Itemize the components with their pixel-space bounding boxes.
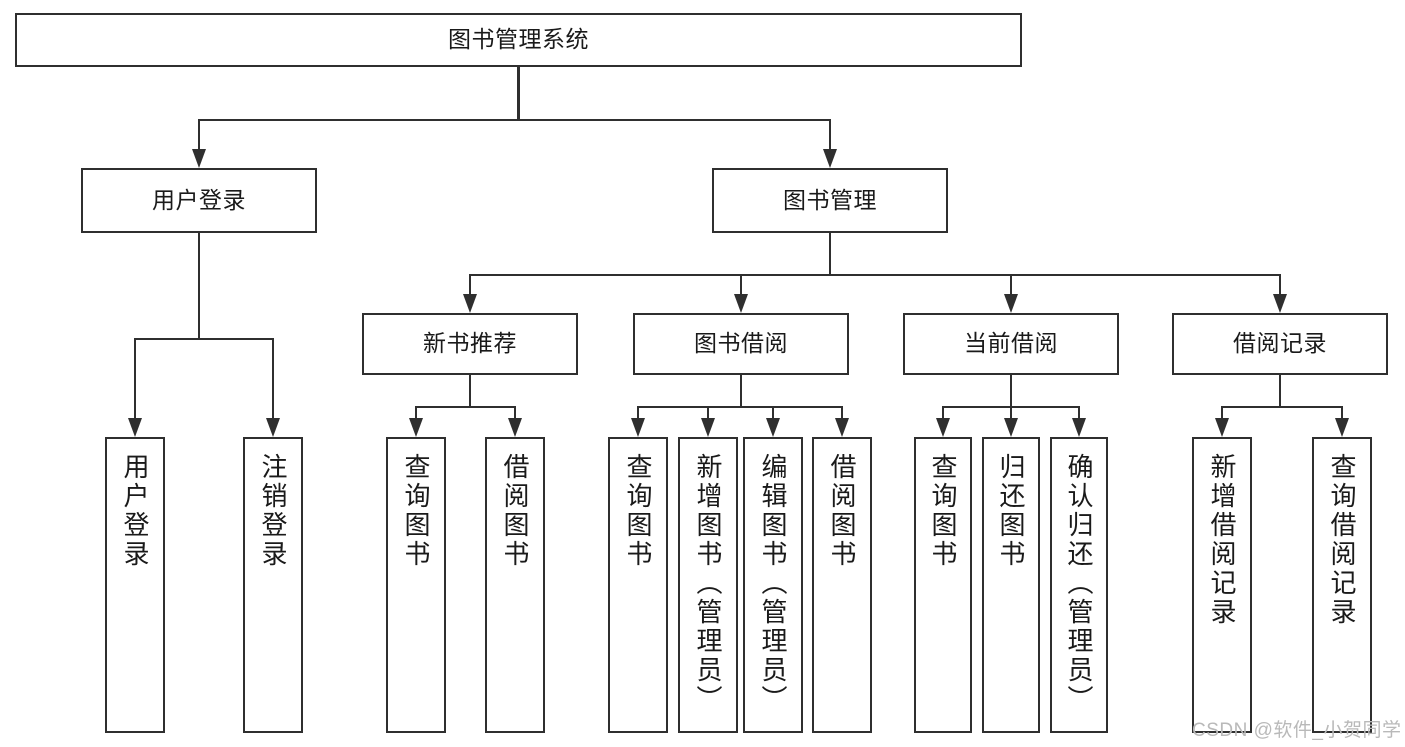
node-label: 图书管理 [783, 186, 877, 213]
connector-arrowhead [265, 418, 280, 437]
node-borrow-record[interactable]: 借阅记录 [1172, 313, 1388, 375]
connector-arrowhead [765, 418, 780, 437]
connector-arrowhead [127, 418, 142, 437]
connector-arrowhead [1214, 418, 1229, 437]
connector-line [1278, 275, 1282, 294]
connector-line [197, 118, 832, 122]
connector-line [414, 405, 517, 409]
node-label: 图书借阅 [694, 330, 788, 357]
connector-line [1220, 405, 1344, 409]
connector-arrowhead [462, 294, 477, 313]
node-leaf-query-book-3[interactable]: 查询图书 [914, 437, 972, 733]
connector-line [468, 275, 472, 294]
connector-arrowhead [935, 418, 950, 437]
connector-arrowhead [834, 418, 849, 437]
connector-line [840, 407, 844, 418]
node-label: 借阅图书 [500, 453, 530, 569]
node-leaf-query-book-1[interactable]: 查询图书 [386, 437, 446, 733]
node-leaf-add-record[interactable]: 新增借阅记录 [1192, 437, 1252, 733]
node-leaf-query-book-2[interactable]: 查询图书 [608, 437, 668, 733]
node-label: 借阅记录 [1233, 330, 1327, 357]
connector-line [1009, 275, 1013, 294]
connector-arrowhead [733, 294, 748, 313]
connector-line [468, 375, 472, 407]
node-label: 编辑图书（管理员） [758, 453, 788, 714]
node-label: 查询图书 [928, 453, 958, 569]
connector-line [771, 407, 775, 418]
node-label: 新增图书（管理员） [693, 453, 723, 714]
node-leaf-user-logout[interactable]: 注销登录 [243, 437, 303, 733]
connector-arrowhead [822, 149, 837, 168]
connector-arrowhead [1071, 418, 1086, 437]
connector-line [468, 273, 1282, 277]
connector-arrowhead [408, 418, 423, 437]
node-user-login[interactable]: 用户登录 [81, 168, 317, 233]
node-label: 图书管理系统 [448, 26, 589, 53]
connector-line [1220, 407, 1224, 418]
node-book-manage[interactable]: 图书管理 [712, 168, 948, 233]
node-leaf-borrow-book-2[interactable]: 借阅图书 [812, 437, 872, 733]
connector-line [941, 407, 945, 418]
node-book-borrow[interactable]: 图书借阅 [633, 313, 849, 375]
node-label: 查询借阅记录 [1327, 453, 1357, 627]
node-root[interactable]: 图书管理系统 [15, 13, 1022, 67]
connector-arrowhead [630, 418, 645, 437]
connector-line [1009, 375, 1013, 407]
connector-arrowhead [1003, 294, 1018, 313]
connector-line [133, 337, 275, 341]
connector-arrowhead [507, 418, 522, 437]
connector-line [739, 275, 743, 294]
node-leaf-query-record[interactable]: 查询借阅记录 [1312, 437, 1372, 733]
connector-arrowhead [1272, 294, 1287, 313]
connector-line [133, 339, 137, 418]
node-leaf-borrow-book-1[interactable]: 借阅图书 [485, 437, 545, 733]
node-label: 用户登录 [120, 453, 150, 569]
node-label: 归还图书 [996, 453, 1026, 569]
connector-line [271, 339, 275, 418]
connector-line [414, 407, 418, 418]
node-leaf-user-login[interactable]: 用户登录 [105, 437, 165, 733]
connector-line [1009, 407, 1013, 418]
connector-line [1077, 407, 1081, 418]
node-leaf-edit-book[interactable]: 编辑图书（管理员） [743, 437, 803, 733]
connector-line [513, 407, 517, 418]
node-label: 新书推荐 [423, 330, 517, 357]
connector-line [517, 67, 520, 120]
connector-arrowhead [1334, 418, 1349, 437]
connector-arrowhead [1003, 418, 1018, 437]
node-leaf-return-book[interactable]: 归还图书 [982, 437, 1040, 733]
node-label: 查询图书 [623, 453, 653, 569]
connector-line [636, 407, 640, 418]
watermark-text: CSDN @软件_小贺同学 [1192, 720, 1402, 741]
node-label: 用户登录 [152, 186, 246, 213]
node-label: 借阅图书 [827, 453, 857, 569]
connector-arrowhead [191, 149, 206, 168]
connector-line [197, 233, 201, 339]
node-label: 当前借阅 [964, 330, 1058, 357]
connector-line [739, 375, 743, 407]
connector-line [1340, 407, 1344, 418]
node-label: 查询图书 [401, 453, 431, 569]
node-leaf-confirm-return[interactable]: 确认归还（管理员） [1050, 437, 1108, 733]
node-label: 注销登录 [258, 453, 288, 569]
node-leaf-add-book[interactable]: 新增图书（管理员） [678, 437, 738, 733]
node-new-book-rec[interactable]: 新书推荐 [362, 313, 578, 375]
connector-line [706, 407, 710, 418]
node-label: 确认归还（管理员） [1064, 453, 1094, 714]
connector-line [197, 120, 201, 149]
connector-line [828, 120, 832, 149]
connector-line [828, 233, 832, 275]
connector-line [1278, 375, 1282, 407]
node-label: 新增借阅记录 [1207, 453, 1237, 627]
node-current-borrow[interactable]: 当前借阅 [903, 313, 1119, 375]
connector-arrowhead [700, 418, 715, 437]
connector-line [636, 405, 844, 409]
